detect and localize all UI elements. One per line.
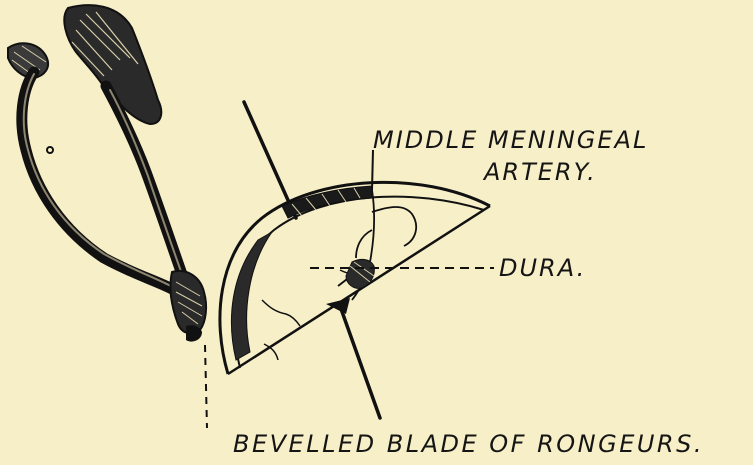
bone-flap-left-band <box>231 232 272 360</box>
middle-meningeal-label-line2: ARTERY. <box>484 160 597 184</box>
bevelled-blade-leader-line <box>205 345 207 428</box>
rongeurs-instrument-icon <box>8 5 206 341</box>
rongeurs-jaw <box>170 271 206 333</box>
middle-meningeal-label-line1: MIDDLE MENINGEAL <box>373 128 648 152</box>
bevelled-blade-label: BEVELLED BLADE OF RONGEURS. <box>233 432 704 456</box>
rongeurs-hinge <box>47 147 53 153</box>
probe-lower-shaft <box>340 306 380 418</box>
middle-meningeal-leader-line <box>372 150 373 190</box>
dura-fragments <box>262 270 360 360</box>
probe-blade <box>326 298 350 314</box>
dura-label: DURA. <box>499 256 586 280</box>
